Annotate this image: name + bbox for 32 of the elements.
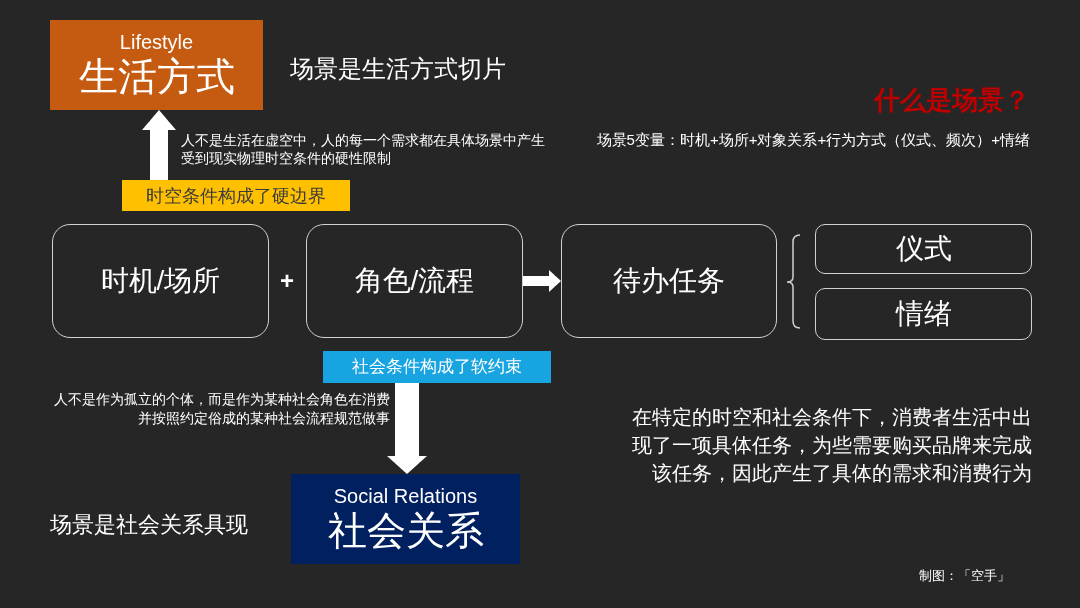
english-subtitle: Social Relations	[333, 484, 478, 508]
box-label: 角色/流程	[354, 264, 475, 298]
attribute-box	[815, 224, 1032, 274]
note-text: 人不是生活在虚空中，人的每一个需求都在具体场景中产生受到现实物理时空条件的硬性限制	[181, 131, 546, 167]
callout-banner	[323, 351, 551, 383]
attribute-box	[815, 288, 1032, 340]
block-arrow	[387, 383, 427, 474]
summary-paragraph: 在特定的时空和社会条件下，消费者生活中出现了一项具体任务，为些需要购买品牌来完成该任务，因此产生了具体的需求和消费行为	[631, 405, 1032, 486]
variables-text: 场景5变量：时机+场所+对象关系+行为方式（仪式、频次）+情绪	[596, 130, 1030, 150]
banner-text: 社会条件构成了软约束	[352, 356, 522, 378]
box-label: 待办任务	[613, 264, 725, 298]
box-label: 情绪	[895, 297, 952, 331]
page-title: 什么是场景？	[874, 84, 1030, 116]
callout-banner	[122, 180, 350, 211]
process-box	[306, 224, 523, 338]
chinese-title: 生活方式	[78, 54, 235, 100]
banner-text: 时空条件构成了硬边界	[146, 184, 326, 207]
plus-sign: +	[279, 266, 295, 296]
block-arrow	[523, 270, 561, 292]
credit-text: 制图：「空手」	[919, 567, 1010, 585]
block-arrow	[142, 110, 176, 180]
note-text: 人不是作为孤立的个体，而是作为某种社会角色在消费并按照约定俗成的某种社会流程规范做事	[53, 390, 390, 428]
english-subtitle: Lifestyle	[119, 30, 194, 54]
process-box	[52, 224, 269, 338]
process-box	[561, 224, 777, 338]
box-label: 时机/场所	[100, 264, 221, 298]
chinese-title: 社会关系	[327, 508, 484, 554]
category-box	[50, 20, 263, 110]
caption-text: 场景是生活方式切片	[290, 54, 506, 84]
category-box	[291, 474, 520, 564]
box-label: 仪式	[895, 232, 952, 266]
caption-text: 场景是社会关系具现	[50, 511, 248, 539]
